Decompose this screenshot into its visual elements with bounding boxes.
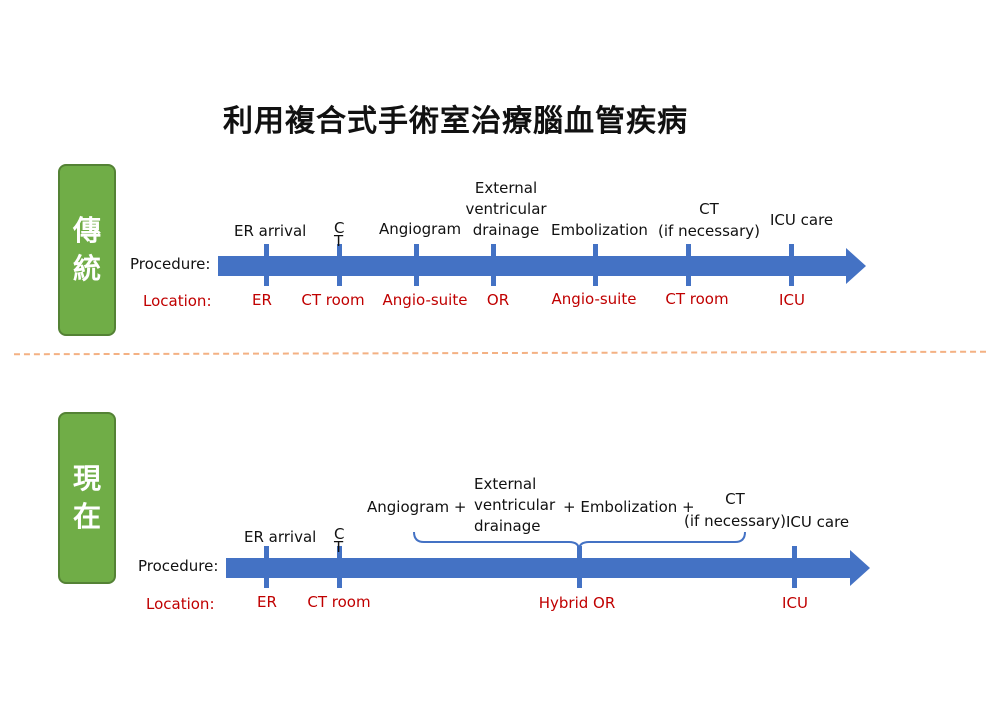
traditional-era-char-1: 傳 [72, 214, 101, 248]
current-location-hybrid-or: Hybrid OR [538, 594, 616, 612]
traditional-step-angiogram: Angiogram [379, 220, 462, 238]
traditional-step-ct: C T [334, 219, 345, 250]
current-tick-icu [792, 546, 797, 588]
traditional-location-er: ER [252, 291, 272, 309]
traditional-location-ct-room-2: CT room [665, 290, 729, 308]
current-tick-ct [337, 546, 342, 588]
traditional-tick-evd [491, 244, 496, 286]
traditional-location-icu: ICU [779, 291, 805, 309]
traditional-step-evd: External ventricular drainage [465, 179, 547, 239]
traditional-location-angio-suite: Angio-suite [382, 291, 468, 309]
current-step-ct: C T [334, 525, 345, 556]
current-tick-er [264, 546, 269, 588]
traditional-tick-ct-optional [686, 244, 691, 286]
traditional-tick-angiogram [414, 244, 419, 286]
traditional-step-er-arrival: ER arrival [234, 222, 307, 240]
traditional-location-label: Location: [143, 292, 212, 310]
traditional-step-icu-care: ICU care [770, 211, 834, 229]
traditional-procedure-label: Procedure: [130, 255, 211, 273]
traditional-step-ct-optional: CT (if necessary) [658, 200, 760, 240]
traditional-tick-icu [789, 244, 794, 286]
traditional-tick-er [264, 244, 269, 286]
current-era-char-1: 現 [72, 462, 101, 496]
current-location-ct-room: CT room [307, 593, 371, 611]
current-step-angiogram: Angiogram + [367, 498, 467, 516]
hybrid-steps-brace [413, 531, 746, 551]
traditional-location-angio-suite-2: Angio-suite [551, 290, 637, 308]
traditional-step-embolization: Embolization [551, 221, 648, 239]
current-step-er-arrival: ER arrival [244, 528, 317, 546]
current-step-evd: External ventricular drainage [474, 475, 556, 535]
current-step-ct-optional: CT (if necessary) [684, 490, 786, 530]
traditional-tick-embolization [593, 244, 598, 286]
traditional-location-ct-room: CT room [301, 291, 365, 309]
traditional-location-or: OR [486, 291, 510, 309]
traditional-era-box: 傳 統 [58, 164, 116, 336]
traditional-tick-ct [337, 244, 342, 286]
current-era-char-2: 在 [72, 500, 101, 533]
traditional-era-char-2: 統 [72, 252, 101, 285]
current-location-label: Location: [146, 595, 215, 613]
page-title: 利用複合式手術室治療腦血管疾病 [223, 104, 688, 139]
traditional-timeline-arrow [218, 248, 866, 284]
current-timeline-arrow [226, 550, 870, 586]
current-era-box: 現 在 [58, 412, 116, 584]
current-tick-hybrid-or [577, 546, 582, 588]
current-location-icu: ICU [782, 594, 808, 612]
current-step-embolization: + Embolization + [563, 498, 695, 516]
current-location-er: ER [257, 593, 277, 611]
current-step-icu-care: ICU care [786, 513, 850, 531]
current-procedure-label: Procedure: [138, 557, 219, 575]
